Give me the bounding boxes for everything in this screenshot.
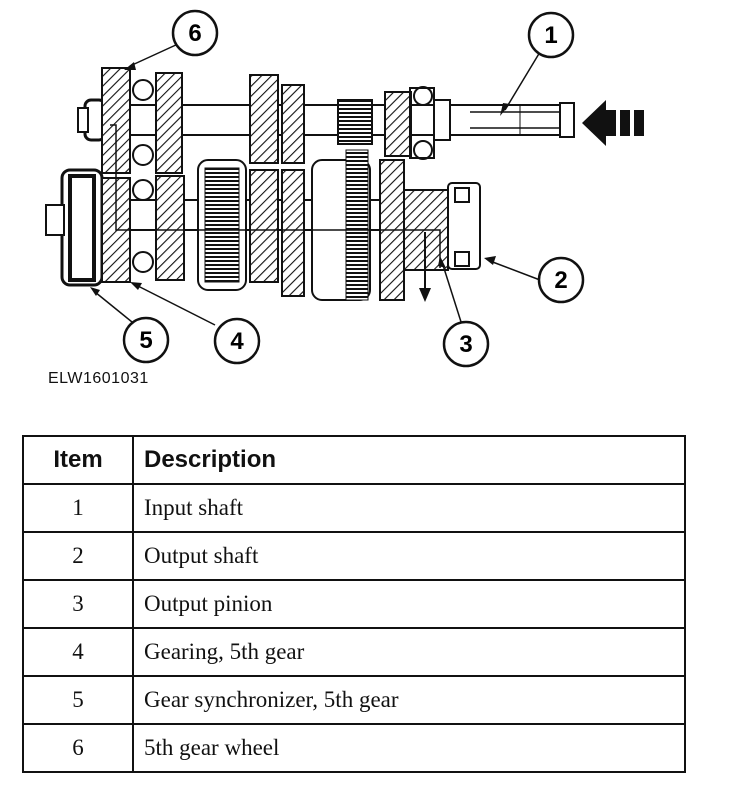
callout-3-label: 3 (459, 331, 472, 358)
callout-4: 4 (213, 317, 261, 365)
table-header-row: Item Description (22, 435, 686, 485)
transmission-diagram: 1 2 3 4 5 6 ELW1601031 (45, 9, 644, 387)
callout-6-label: 6 (188, 20, 201, 47)
callout-2-label: 2 (554, 267, 567, 294)
item-description: Output shaft (132, 531, 686, 581)
callout-6: 6 (171, 9, 219, 57)
item-number: 4 (22, 627, 134, 677)
description-column-header: Description (132, 435, 686, 485)
table-row: 3 Output pinion (22, 579, 686, 629)
callout-1-label: 1 (544, 22, 557, 49)
callout-5-label: 5 (139, 327, 152, 354)
item-number: 5 (22, 675, 134, 725)
item-number: 3 (22, 579, 134, 629)
item-description-table: Item Description 1 Input shaft 2 Output … (22, 435, 686, 773)
input-direction-arrow (582, 100, 644, 146)
table-row: 2 Output shaft (22, 531, 686, 581)
table-row: 6 5th gear wheel (22, 723, 686, 773)
item-description: Input shaft (132, 483, 686, 533)
callout-1: 1 (527, 11, 575, 59)
input-shaft-assembly (77, 67, 575, 174)
item-description: Output pinion (132, 579, 686, 629)
item-column-header: Item (22, 435, 134, 485)
item-number: 2 (22, 531, 134, 581)
item-description: Gear synchronizer, 5th gear (132, 675, 686, 725)
callout-4-label: 4 (230, 328, 244, 355)
item-number: 1 (22, 483, 134, 533)
callout-3: 3 (442, 320, 490, 368)
table-row: 1 Input shaft (22, 483, 686, 533)
table-row: 5 Gear synchronizer, 5th gear (22, 675, 686, 725)
item-number: 6 (22, 723, 134, 773)
figure-reference-code: ELW1601031 (48, 370, 149, 387)
item-description: Gearing, 5th gear (132, 627, 686, 677)
gearbox-cutaway-drawing: 1 2 3 4 5 6 (45, 9, 644, 368)
output-shaft-assembly (45, 124, 481, 302)
table-row: 4 Gearing, 5th gear (22, 627, 686, 677)
callout-leaders (90, 43, 541, 326)
callout-2: 2 (537, 256, 585, 304)
callout-5: 5 (122, 316, 170, 364)
item-description: 5th gear wheel (132, 723, 686, 773)
